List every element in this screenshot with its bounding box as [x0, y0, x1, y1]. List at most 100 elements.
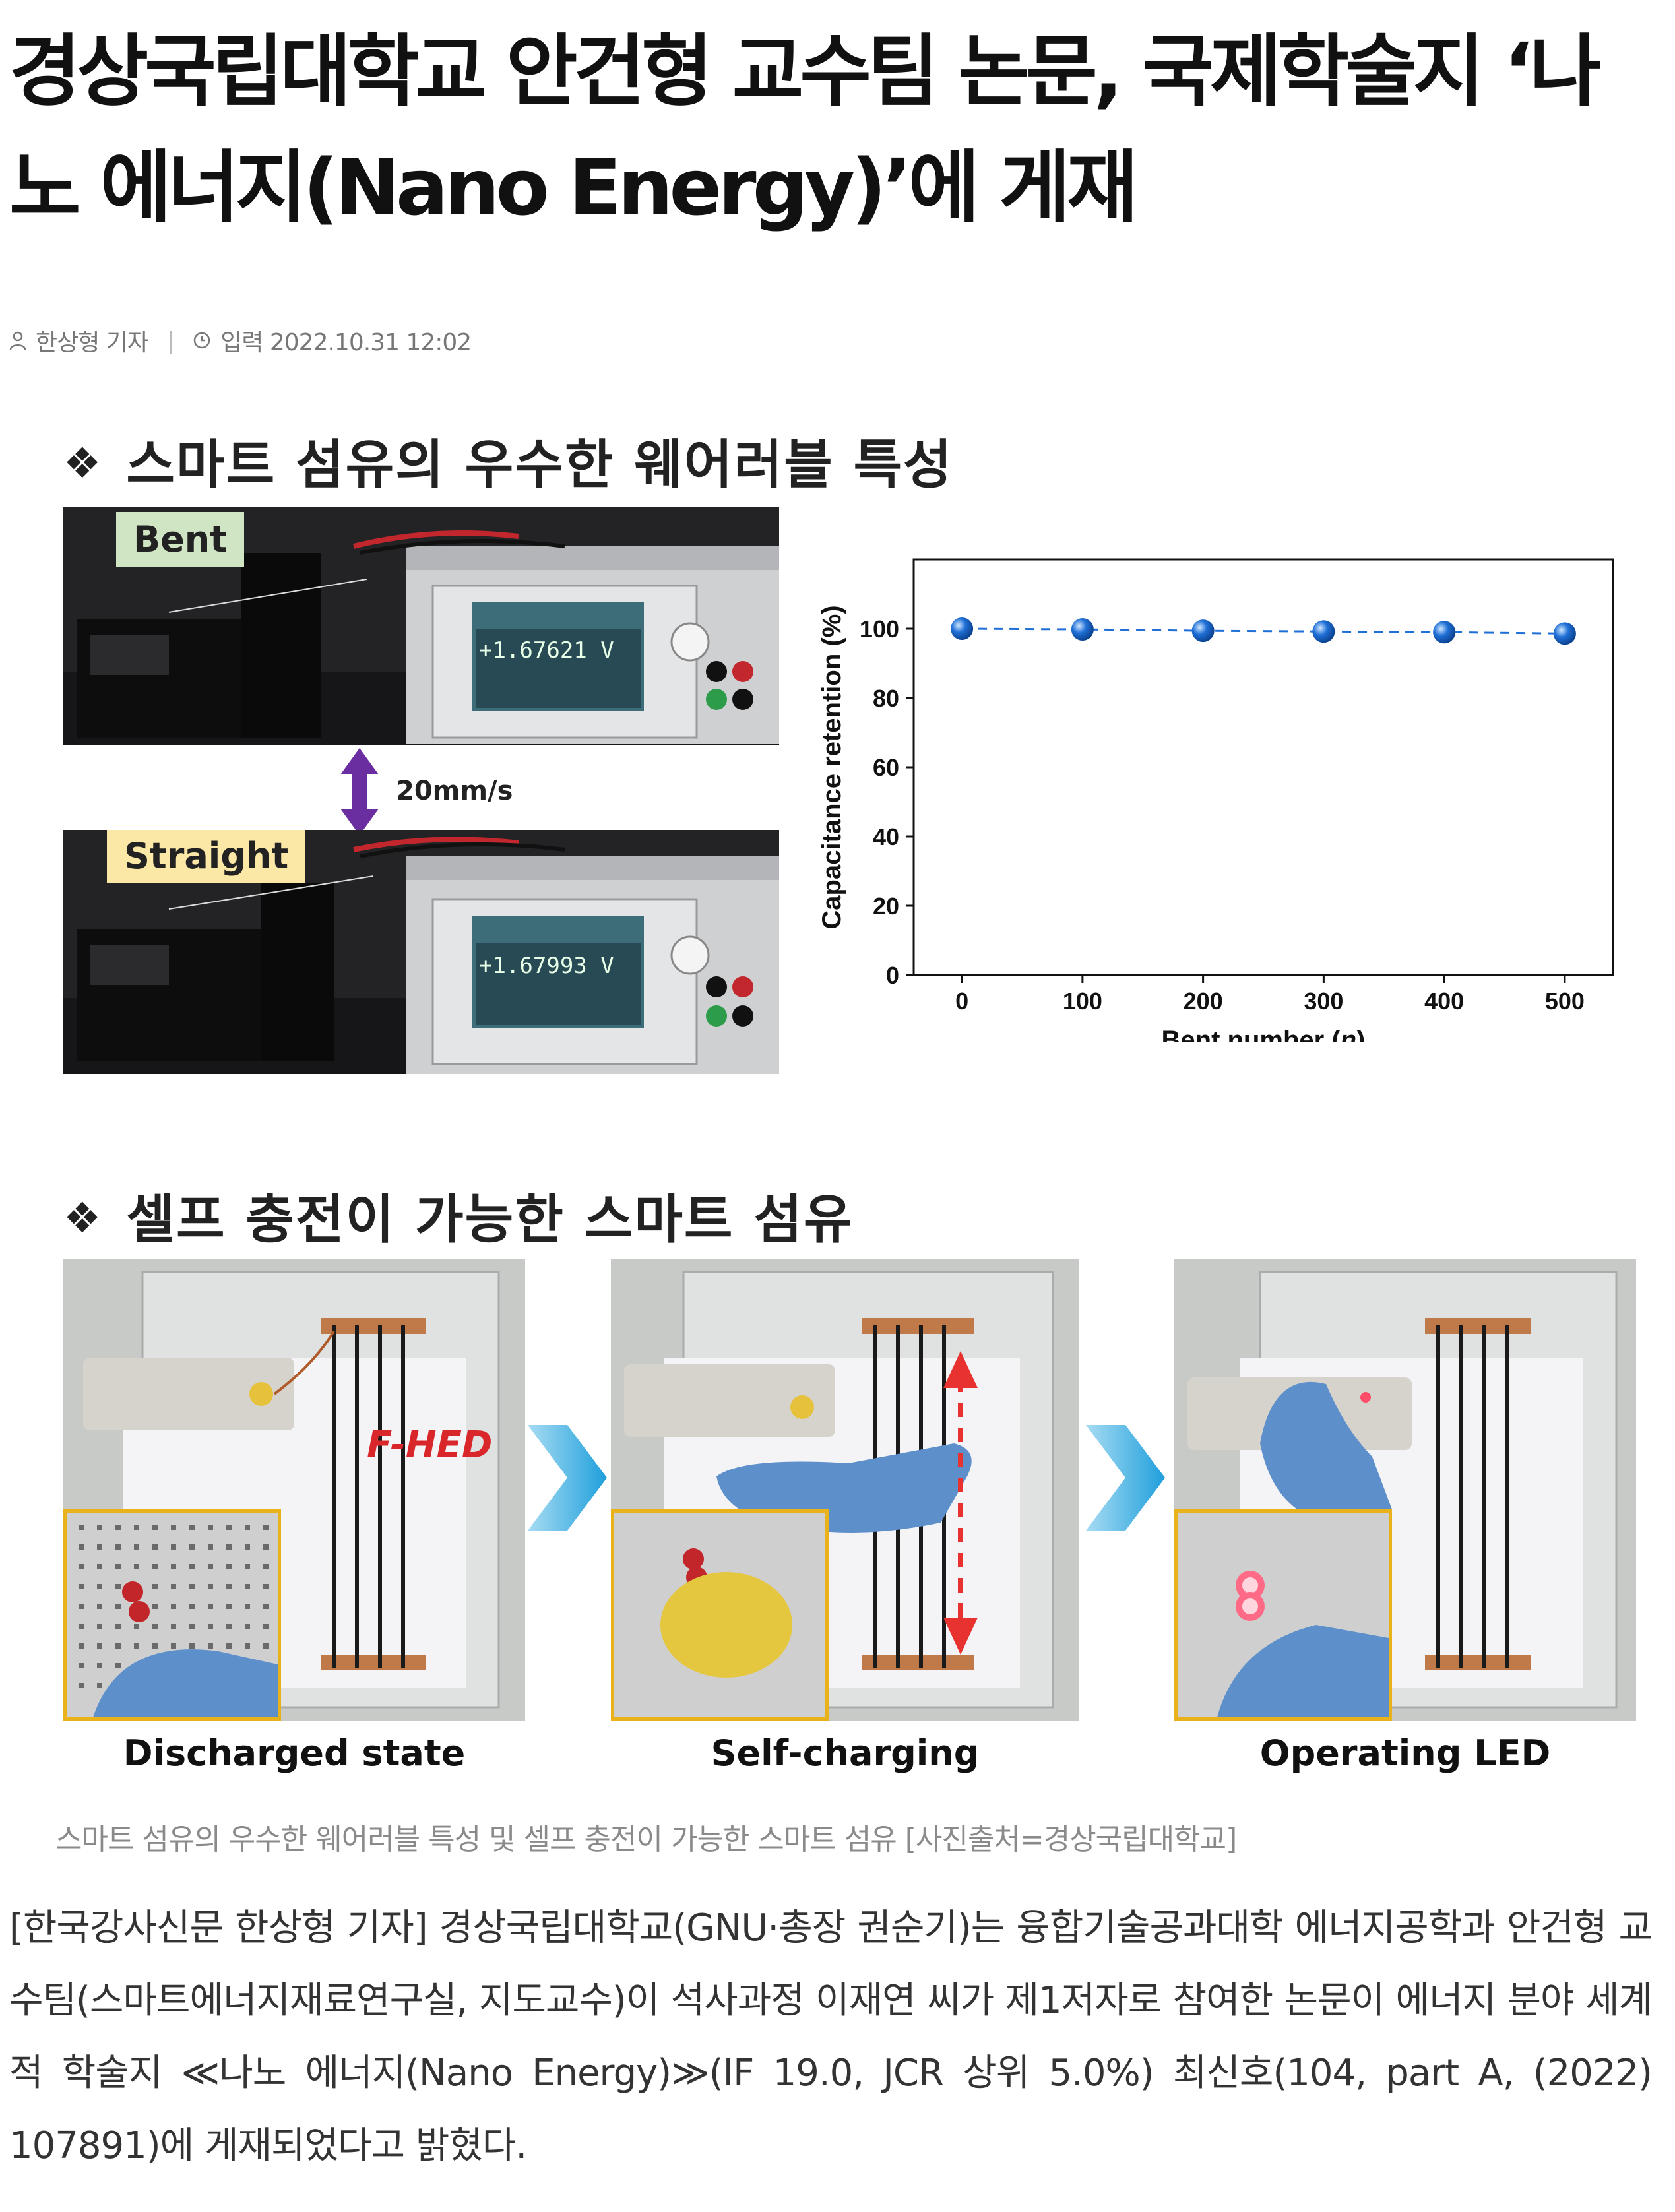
breadboard-hole: [115, 1525, 121, 1530]
section1-title-text: 스마트 섬유의 우수한 웨어러블 특성: [126, 434, 953, 495]
breadboard-hole: [134, 1525, 139, 1530]
figure-section-title-self-charging: ❖ 셀프 충전이 가능한 스마트 섬유: [63, 1177, 854, 1253]
panel-operating-led: [1174, 1259, 1636, 1721]
breadboard-hole: [152, 1544, 158, 1550]
photo-bent-test: Bent +1.67621 V: [63, 507, 779, 745]
chevron-right-icon: [528, 1425, 607, 1531]
x-tick-label: 0: [955, 988, 968, 1015]
breadboard-hole: [115, 1544, 121, 1550]
breadboard-hole: [245, 1544, 250, 1550]
breadboard-hole: [263, 1525, 269, 1530]
breadboard-hole: [171, 1624, 176, 1629]
fabric-device-scene: [1174, 1259, 1636, 1721]
y-tick-label: 20: [873, 893, 899, 920]
breadboard-hole: [208, 1564, 213, 1569]
diamond-bullet-icon: ❖: [63, 1194, 103, 1243]
breadboard-hole: [115, 1604, 121, 1609]
breadboard-hole: [115, 1663, 121, 1668]
breadboard-hole: [115, 1624, 121, 1629]
breadboard-hole: [79, 1584, 84, 1589]
breadboard-hole: [263, 1643, 269, 1649]
panel-discharged: F-HED: [63, 1259, 525, 1721]
breadboard-hole: [134, 1643, 139, 1649]
y-tick-label: 80: [873, 685, 899, 712]
breadboard-hole: [97, 1544, 102, 1550]
y-tick-label: 40: [873, 823, 899, 850]
breadboard-hole: [189, 1525, 195, 1530]
breadboard-hole: [97, 1643, 102, 1649]
breadboard-hole: [189, 1643, 195, 1649]
breadboard-hole: [245, 1643, 250, 1649]
data-point: [1433, 621, 1456, 644]
breadboard-hole: [189, 1584, 195, 1589]
x-tick-label: 200: [1184, 988, 1223, 1015]
fabric-device-scene: [611, 1259, 1079, 1721]
x-tick-label: 300: [1304, 988, 1343, 1015]
y-tick-label: 100: [860, 616, 899, 643]
caption-operating-led: Operating LED: [1259, 1732, 1551, 1774]
chart-plot-frame: [912, 558, 1614, 976]
breadboard-hole: [245, 1525, 250, 1530]
breadboard-hole: [79, 1544, 84, 1550]
breadboard-hole: [152, 1643, 158, 1649]
breadboard-hole: [208, 1584, 213, 1589]
breadboard-hole: [189, 1564, 195, 1569]
breadboard-hole: [79, 1643, 84, 1649]
diamond-bullet-icon: ❖: [63, 439, 103, 488]
x-axis-label: Bent number (n): [1162, 1026, 1366, 1042]
clock-icon: [193, 332, 210, 349]
breadboard-hole: [97, 1604, 102, 1609]
breadboard-hole: [245, 1624, 250, 1629]
breadboard-hole: [245, 1564, 250, 1569]
breadboard-hole: [171, 1525, 176, 1530]
caption-discharged: Discharged state: [123, 1732, 466, 1774]
photo-caption: 스마트 섬유의 우수한 웨어러블 특성 및 셀프 충전이 가능한 스마트 섬유 …: [55, 1823, 1237, 1856]
data-point: [1312, 620, 1335, 643]
breadboard-inset: [614, 1513, 825, 1717]
breadboard-hole: [97, 1525, 102, 1530]
breadboard-hole: [171, 1584, 176, 1589]
breadboard-hole: [134, 1624, 139, 1629]
breadboard-hole: [263, 1604, 269, 1609]
breadboard-hole: [152, 1564, 158, 1569]
breadboard-hole: [97, 1624, 102, 1629]
breadboard-hole: [171, 1604, 176, 1609]
data-point: [1191, 619, 1215, 643]
x-tick-label: 500: [1545, 988, 1585, 1015]
breadboard-hole: [226, 1544, 232, 1550]
publish-date: 입력 2022.10.31 12:02: [220, 329, 472, 356]
breadboard-hole: [226, 1564, 232, 1569]
article-body-paragraph: [한국강사신문 한상형 기자] 경상국립대학교(GNU·총장 권순기)는 융합기…: [9, 1907, 1653, 2167]
breadboard-hole: [134, 1564, 139, 1569]
breadboard-hole: [245, 1604, 250, 1609]
breadboard-hole: [134, 1544, 139, 1550]
breadboard-hole: [208, 1624, 213, 1629]
panel-self-charging: [611, 1259, 1079, 1721]
caption-self-charging: Self-charging: [711, 1732, 980, 1774]
bench-scene-bent: [63, 507, 779, 745]
breadboard-hole: [208, 1544, 213, 1550]
breadboard-hole: [263, 1624, 269, 1629]
breadboard-hole: [152, 1604, 158, 1609]
data-point: [951, 617, 974, 640]
breadboard-hole: [263, 1564, 269, 1569]
breadboard-hole: [226, 1604, 232, 1609]
bent-label: Bent: [116, 512, 245, 567]
breadboard-hole: [79, 1525, 84, 1530]
photo-straight-test: Straight +1.67993 V: [63, 830, 779, 1074]
inset-discharged: [63, 1509, 281, 1721]
x-tick-label: 100: [1063, 988, 1102, 1015]
breadboard-hole: [171, 1643, 176, 1649]
breadboard-hole: [245, 1584, 250, 1589]
breadboard-hole: [226, 1525, 232, 1530]
breadboard-hole: [189, 1624, 195, 1629]
speed-label: 20mm/s: [396, 776, 513, 806]
breadboard-hole: [208, 1525, 213, 1530]
inset-operating-led: [1174, 1509, 1392, 1721]
breadboard-hole: [226, 1584, 232, 1589]
breadboard-hole: [226, 1624, 232, 1629]
section2-title-text: 셀프 충전이 가능한 스마트 섬유: [126, 1189, 854, 1250]
x-tick-label: 400: [1424, 988, 1464, 1015]
article-headline: 경상국립대학교 안건형 교수팀 논문, 국제학술지 ‘나노 에너지(Nano E…: [9, 26, 1601, 233]
